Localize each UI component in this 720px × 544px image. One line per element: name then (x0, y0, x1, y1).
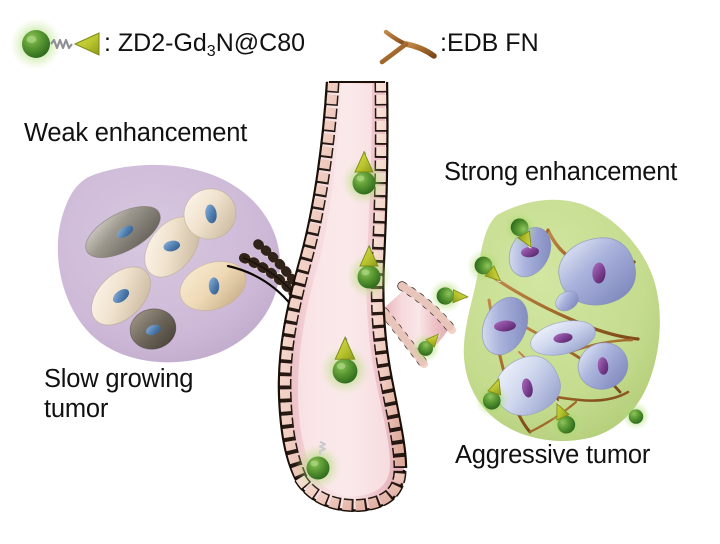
aggressive-tumor-cells (481, 226, 637, 416)
fn-fiber (491, 275, 640, 341)
zd2-peptide-arrow (334, 336, 356, 360)
legend-label-probe: : ZD2-Gd3N@C80 (104, 29, 305, 60)
endothelial-lining-right (370, 81, 408, 469)
nanoparticle-probe-exiting (411, 333, 441, 363)
legend-label-edb-fn: :EDB FN (440, 29, 539, 57)
label-strong-enhancement: Strong enhancement (444, 158, 678, 186)
bound-probes (428, 210, 651, 442)
aggressive-tumor-region (463, 199, 660, 441)
tumor-cell (481, 296, 529, 356)
nanoparticle-probe-bound (428, 278, 469, 314)
tumor-cell (85, 206, 161, 258)
tumor-cell (495, 355, 561, 416)
vessel-bottom-cap (294, 469, 407, 513)
label-slow-growing-tumor: Slow growing tumor (44, 365, 194, 423)
tumor-cell (558, 237, 637, 306)
label-weak-enhancement: Weak enhancement (24, 119, 248, 147)
nanoparticle-probe-bound (466, 248, 502, 284)
slow-growing-tumor-region (57, 164, 281, 363)
circulating-probes (295, 150, 441, 490)
legend-icons (10, 18, 437, 70)
zd2-peptide-arrow (359, 244, 379, 267)
zd2-peptide-arrow (425, 333, 440, 348)
slow-tumor-cells (85, 188, 247, 350)
nanoparticle-probe (341, 150, 387, 205)
endothelial-lining-left (277, 81, 340, 483)
tumor-cell (577, 342, 629, 390)
tumor-cell (530, 320, 596, 356)
nanoparticle-probe-bound (621, 401, 651, 431)
nanoparticle-probe (346, 244, 392, 299)
nanoparticle-probe-bound (548, 402, 584, 442)
zd2-peptide-arrow (354, 150, 374, 173)
nanoparticle-probe-bound (474, 377, 510, 418)
tumor-cell (129, 308, 177, 350)
nanoparticle-probe-icon (10, 18, 100, 70)
nanoparticle-probe-bound (502, 210, 538, 249)
tumor-cell (144, 216, 200, 278)
nanoparticle-probe (295, 440, 341, 490)
tumor-cell (179, 261, 247, 311)
nanoparticle-probe (320, 335, 370, 395)
tumor-cell (183, 188, 237, 240)
edb-fn-fiber-icon (379, 29, 437, 65)
tumor-cell (555, 290, 579, 312)
label-aggressive-tumor: Aggressive tumor (455, 441, 651, 469)
tumor-cell (91, 266, 151, 326)
